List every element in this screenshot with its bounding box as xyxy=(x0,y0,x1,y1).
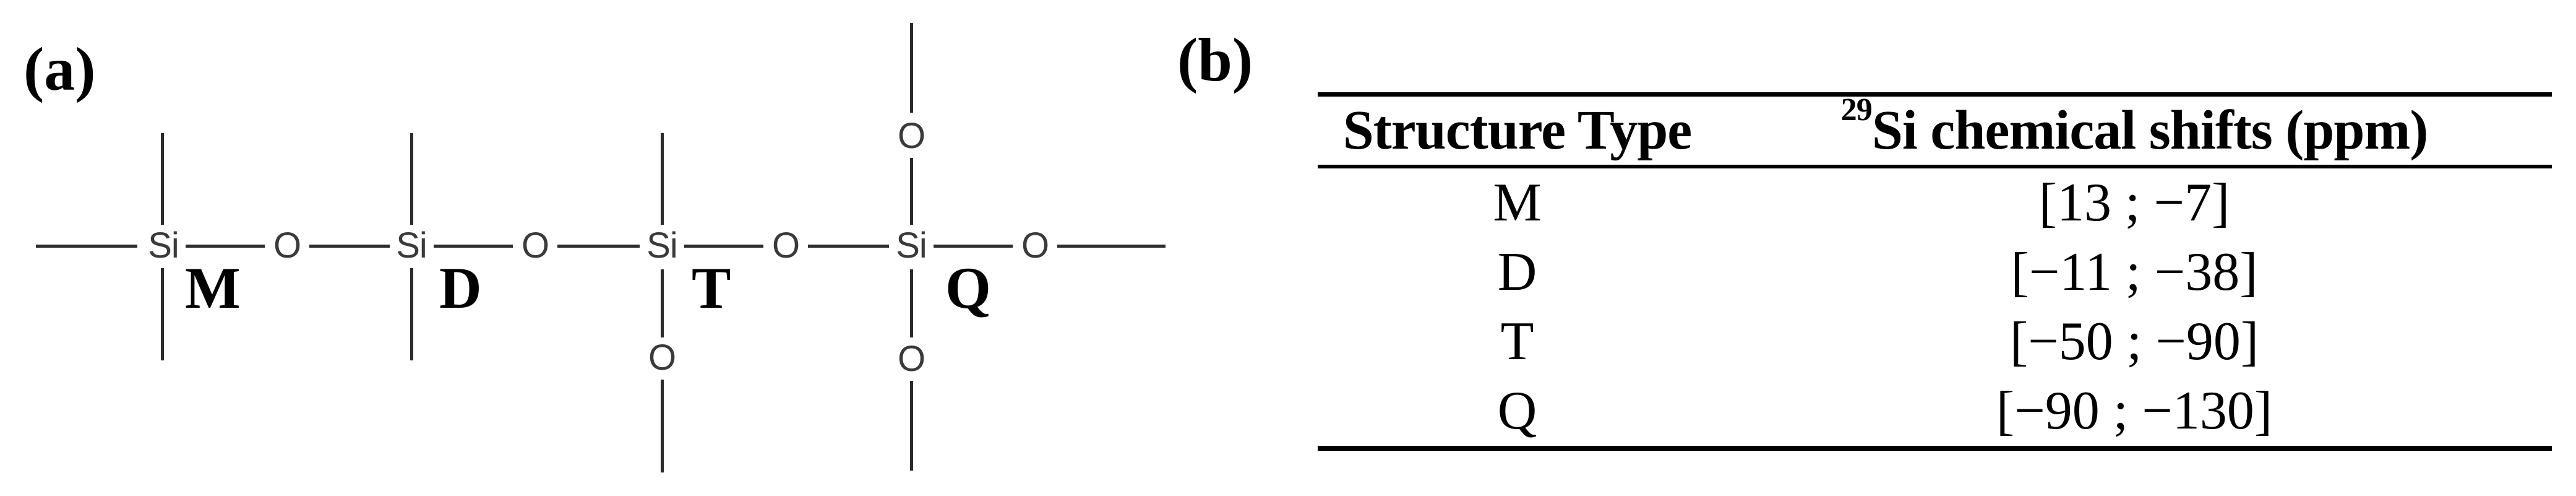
bond-vertical xyxy=(910,158,913,225)
atom-o: O xyxy=(521,225,549,266)
atom-o: O xyxy=(1021,225,1049,266)
table-row: D [−11 ; −38] xyxy=(1318,238,2552,307)
bond-horizontal xyxy=(434,245,513,248)
bond-vertical xyxy=(410,133,413,225)
bond-vertical xyxy=(161,268,164,360)
atom-o: O xyxy=(648,337,676,378)
bond-horizontal xyxy=(309,245,390,248)
bond-vertical xyxy=(910,381,913,471)
bond-horizontal xyxy=(684,245,763,248)
isotope-superscript: 29 xyxy=(1840,91,1873,128)
unit-label-t: T xyxy=(692,255,731,321)
bond-horizontal xyxy=(557,245,640,248)
bond-vertical xyxy=(410,268,413,360)
atom-o: O xyxy=(897,116,925,156)
bond-vertical xyxy=(661,269,664,337)
atom-si: Si xyxy=(148,225,179,266)
bond-horizontal xyxy=(186,245,265,248)
col-header-si-shifts: 29Si chemical shifts (ppm) xyxy=(1717,91,2552,168)
panel-b-label: (b) xyxy=(1177,25,1253,94)
cell-structure-type: M xyxy=(1493,173,1542,233)
table-row: Q [−90 ; −130] xyxy=(1318,376,2552,448)
atom-si: Si xyxy=(646,225,678,266)
cell-shift-range: [13 ; −7] xyxy=(2038,173,2230,233)
unit-label-q: Q xyxy=(945,255,991,321)
bond-vertical xyxy=(661,380,664,472)
bond-vertical xyxy=(661,133,664,225)
unit-label-m: M xyxy=(185,255,241,321)
unit-label-d: D xyxy=(439,255,482,321)
atom-o: O xyxy=(273,225,301,266)
atom-o: O xyxy=(771,225,800,266)
cell-shift-range: [−11 ; −38] xyxy=(2011,242,2258,302)
atom-si: Si xyxy=(396,225,427,266)
atom-si: Si xyxy=(896,225,927,266)
table-row: M [13 ; −7] xyxy=(1318,167,2552,238)
bond-vertical xyxy=(161,133,164,225)
bond-vertical xyxy=(910,269,913,337)
bond-horizontal xyxy=(1057,245,1166,248)
cell-shift-range: [−90 ; −130] xyxy=(1996,381,2273,441)
cell-structure-type: T xyxy=(1500,311,1534,372)
table-row: T [−50 ; −90] xyxy=(1318,307,2552,376)
cell-structure-type: D xyxy=(1497,242,1537,302)
cell-structure-type: Q xyxy=(1497,381,1537,441)
chemical-shifts-table: Structure Type 29Si chemical shifts (ppm… xyxy=(1318,92,2552,451)
bond-vertical xyxy=(910,23,913,113)
panel-a-label: (a) xyxy=(24,35,96,103)
col-header-structure-type: Structure Type xyxy=(1318,94,1717,168)
bond-horizontal xyxy=(934,245,1013,248)
table-header-row: Structure Type 29Si chemical shifts (ppm… xyxy=(1318,91,2552,168)
atom-o: O xyxy=(897,339,925,379)
col-header-si-shifts-text: Si chemical shifts (ppm) xyxy=(1871,100,2428,161)
bond-horizontal xyxy=(808,245,889,248)
cell-shift-range: [−50 ; −90] xyxy=(2009,311,2259,372)
bond-horizontal xyxy=(36,245,137,248)
